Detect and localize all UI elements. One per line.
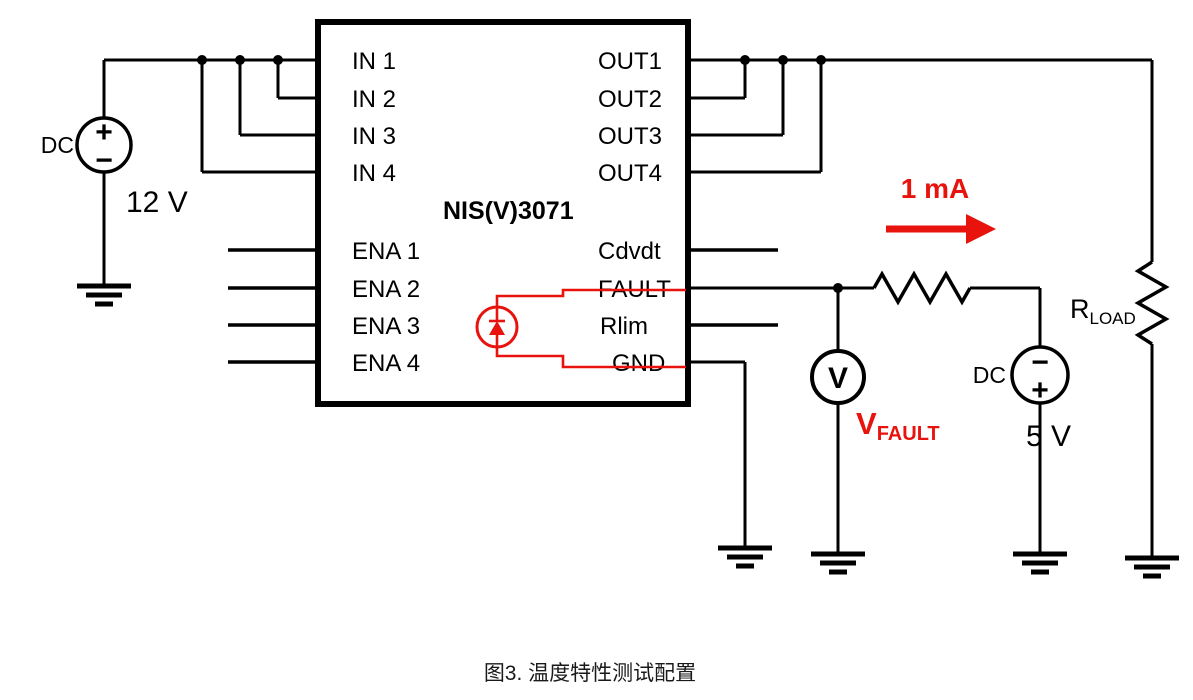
pin-label-in3: IN 3 bbox=[352, 123, 396, 150]
dc-label: DC bbox=[41, 132, 74, 158]
rload-label-sub: LOAD bbox=[1090, 309, 1136, 328]
fault-resistor bbox=[872, 270, 972, 306]
pin-label-ena3: ENA 3 bbox=[352, 313, 420, 340]
minus-symbol: − bbox=[95, 144, 113, 177]
vfault-label: VFAULT bbox=[856, 406, 940, 445]
junction-dot bbox=[273, 55, 283, 65]
junction-dot bbox=[235, 55, 245, 65]
voltmeter-symbol: V bbox=[828, 362, 848, 395]
input-wiring bbox=[104, 55, 318, 174]
red-wire-to-fault bbox=[495, 288, 686, 307]
junction-dot bbox=[816, 55, 826, 65]
junction-dot bbox=[778, 55, 788, 65]
pin-label-in1: IN 1 bbox=[352, 48, 396, 75]
rload-label: RLOAD bbox=[1070, 294, 1136, 328]
current-arrow-head bbox=[966, 214, 996, 244]
dc-label: DC bbox=[973, 362, 1006, 388]
pin-label-gnd: GND bbox=[612, 350, 665, 377]
pin-label-ena4: ENA 4 bbox=[352, 350, 420, 377]
cdvdt-rlim-stubs bbox=[688, 248, 778, 327]
pin-label-ena1: ENA 1 bbox=[352, 238, 420, 265]
rload-label-main: R bbox=[1070, 294, 1090, 324]
pin-label-ena2: ENA 2 bbox=[352, 276, 420, 303]
ground-symbol bbox=[1125, 555, 1179, 579]
output-wiring bbox=[688, 55, 1152, 174]
ground-symbol bbox=[1013, 551, 1067, 575]
pin-label-out1: OUT1 bbox=[598, 48, 662, 75]
internal-fault-diode bbox=[475, 288, 686, 369]
pin-label-in4: IN 4 bbox=[352, 160, 396, 187]
pin-label-out2: OUT2 bbox=[598, 86, 662, 113]
load-resistor bbox=[1134, 260, 1170, 346]
minus-symbol: − bbox=[1031, 346, 1049, 379]
vfault-label-sub: FAULT bbox=[877, 423, 940, 445]
gnd-branch bbox=[688, 360, 747, 548]
plus-symbol: + bbox=[95, 116, 113, 149]
vfault-label-main: V bbox=[856, 406, 877, 441]
red-wire-to-gnd bbox=[495, 347, 686, 369]
diode-triangle bbox=[489, 321, 505, 335]
voltage-12v-label: 12 V bbox=[126, 186, 188, 219]
ground-symbol bbox=[811, 551, 865, 575]
ground-symbol bbox=[77, 283, 131, 307]
ic-block: IN 1 IN 2 IN 3 IN 4 ENA 1 ENA 2 ENA 3 EN… bbox=[315, 19, 691, 407]
fault-branch: 1 mA V VFAULT − + DC 5 V bbox=[688, 173, 1071, 554]
voltage-5v-label: 5 V bbox=[1026, 420, 1071, 453]
ground-symbol bbox=[718, 545, 772, 569]
dc-source-circle bbox=[75, 116, 133, 174]
figure-caption: 图3. 温度特性测试配置 bbox=[484, 662, 696, 685]
pin-label-in2: IN 2 bbox=[352, 86, 396, 113]
current-label: 1 mA bbox=[901, 173, 969, 204]
load-branch: RLOAD bbox=[1070, 60, 1170, 558]
ic-part-number: NIS(V)3071 bbox=[443, 197, 574, 225]
pin-label-rlim: Rlim bbox=[600, 313, 648, 340]
enable-stubs bbox=[228, 248, 318, 364]
pin-label-out4: OUT4 bbox=[598, 160, 662, 187]
plus-symbol: + bbox=[1031, 374, 1049, 407]
junction-dot bbox=[197, 55, 207, 65]
pin-label-out3: OUT3 bbox=[598, 123, 662, 150]
junction-dot bbox=[740, 55, 750, 65]
dc-source-12v: + − DC 12 V bbox=[41, 60, 188, 286]
pin-label-cdvdt: Cdvdt bbox=[598, 238, 661, 265]
